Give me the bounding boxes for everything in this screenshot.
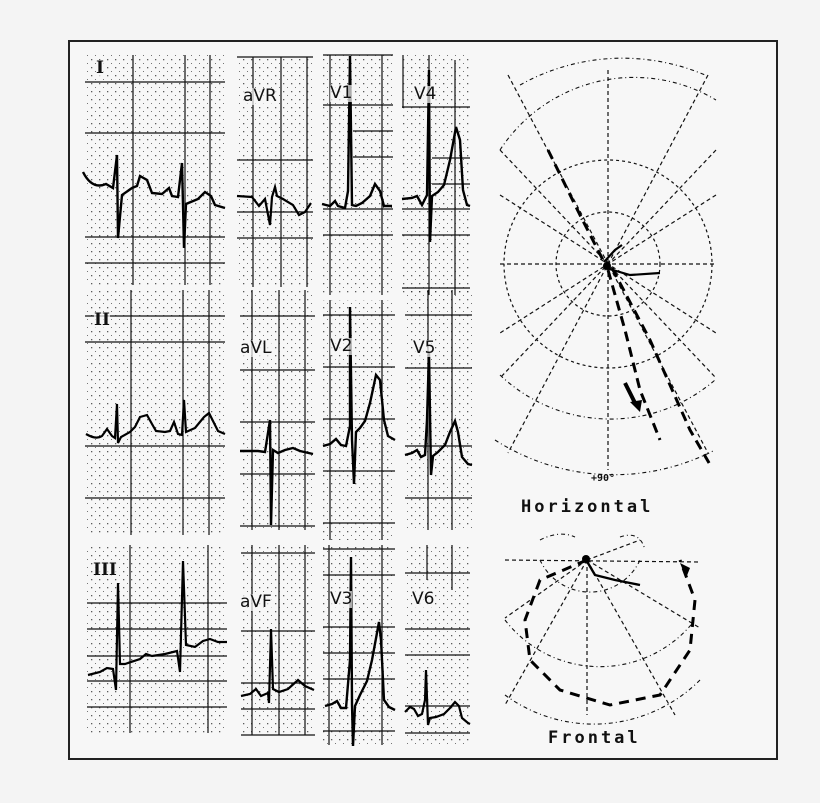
lead-label-V1: V1 (330, 83, 353, 103)
horizontal-plane-diagram (494, 57, 717, 476)
lead-label-V6: V6 (412, 589, 435, 609)
lead-aVL-strip (240, 290, 315, 530)
lead-label-I: I (96, 58, 104, 78)
lead-II-strip (85, 290, 226, 535)
lead-V5-strip (404, 290, 473, 530)
lead-label-V5: V5 (413, 338, 436, 358)
frontal-plane-title: Frontal (548, 728, 641, 748)
lead-aVF-strip (240, 545, 315, 736)
lead-label-aVR: aVR (243, 86, 277, 106)
lead-V6-strip (404, 545, 471, 745)
lead-label-aVF: aVF (240, 592, 272, 612)
frontal-plane-diagram (504, 533, 701, 725)
lead-label-V3: V3 (330, 589, 353, 609)
horizontal-plane-title: Horizontal (521, 497, 654, 517)
lead-label-III: III (93, 560, 117, 580)
lead-label-V2: V2 (330, 336, 353, 356)
horizontal-axis-label: +90° (591, 473, 616, 484)
lead-label-V4: V4 (414, 84, 437, 104)
lead-label-aVL: aVL (240, 338, 272, 358)
lead-label-II: II (94, 310, 110, 330)
lead-V3-strip (323, 545, 396, 747)
lead-III-strip (87, 545, 227, 735)
lead-I-strip (81, 55, 226, 285)
